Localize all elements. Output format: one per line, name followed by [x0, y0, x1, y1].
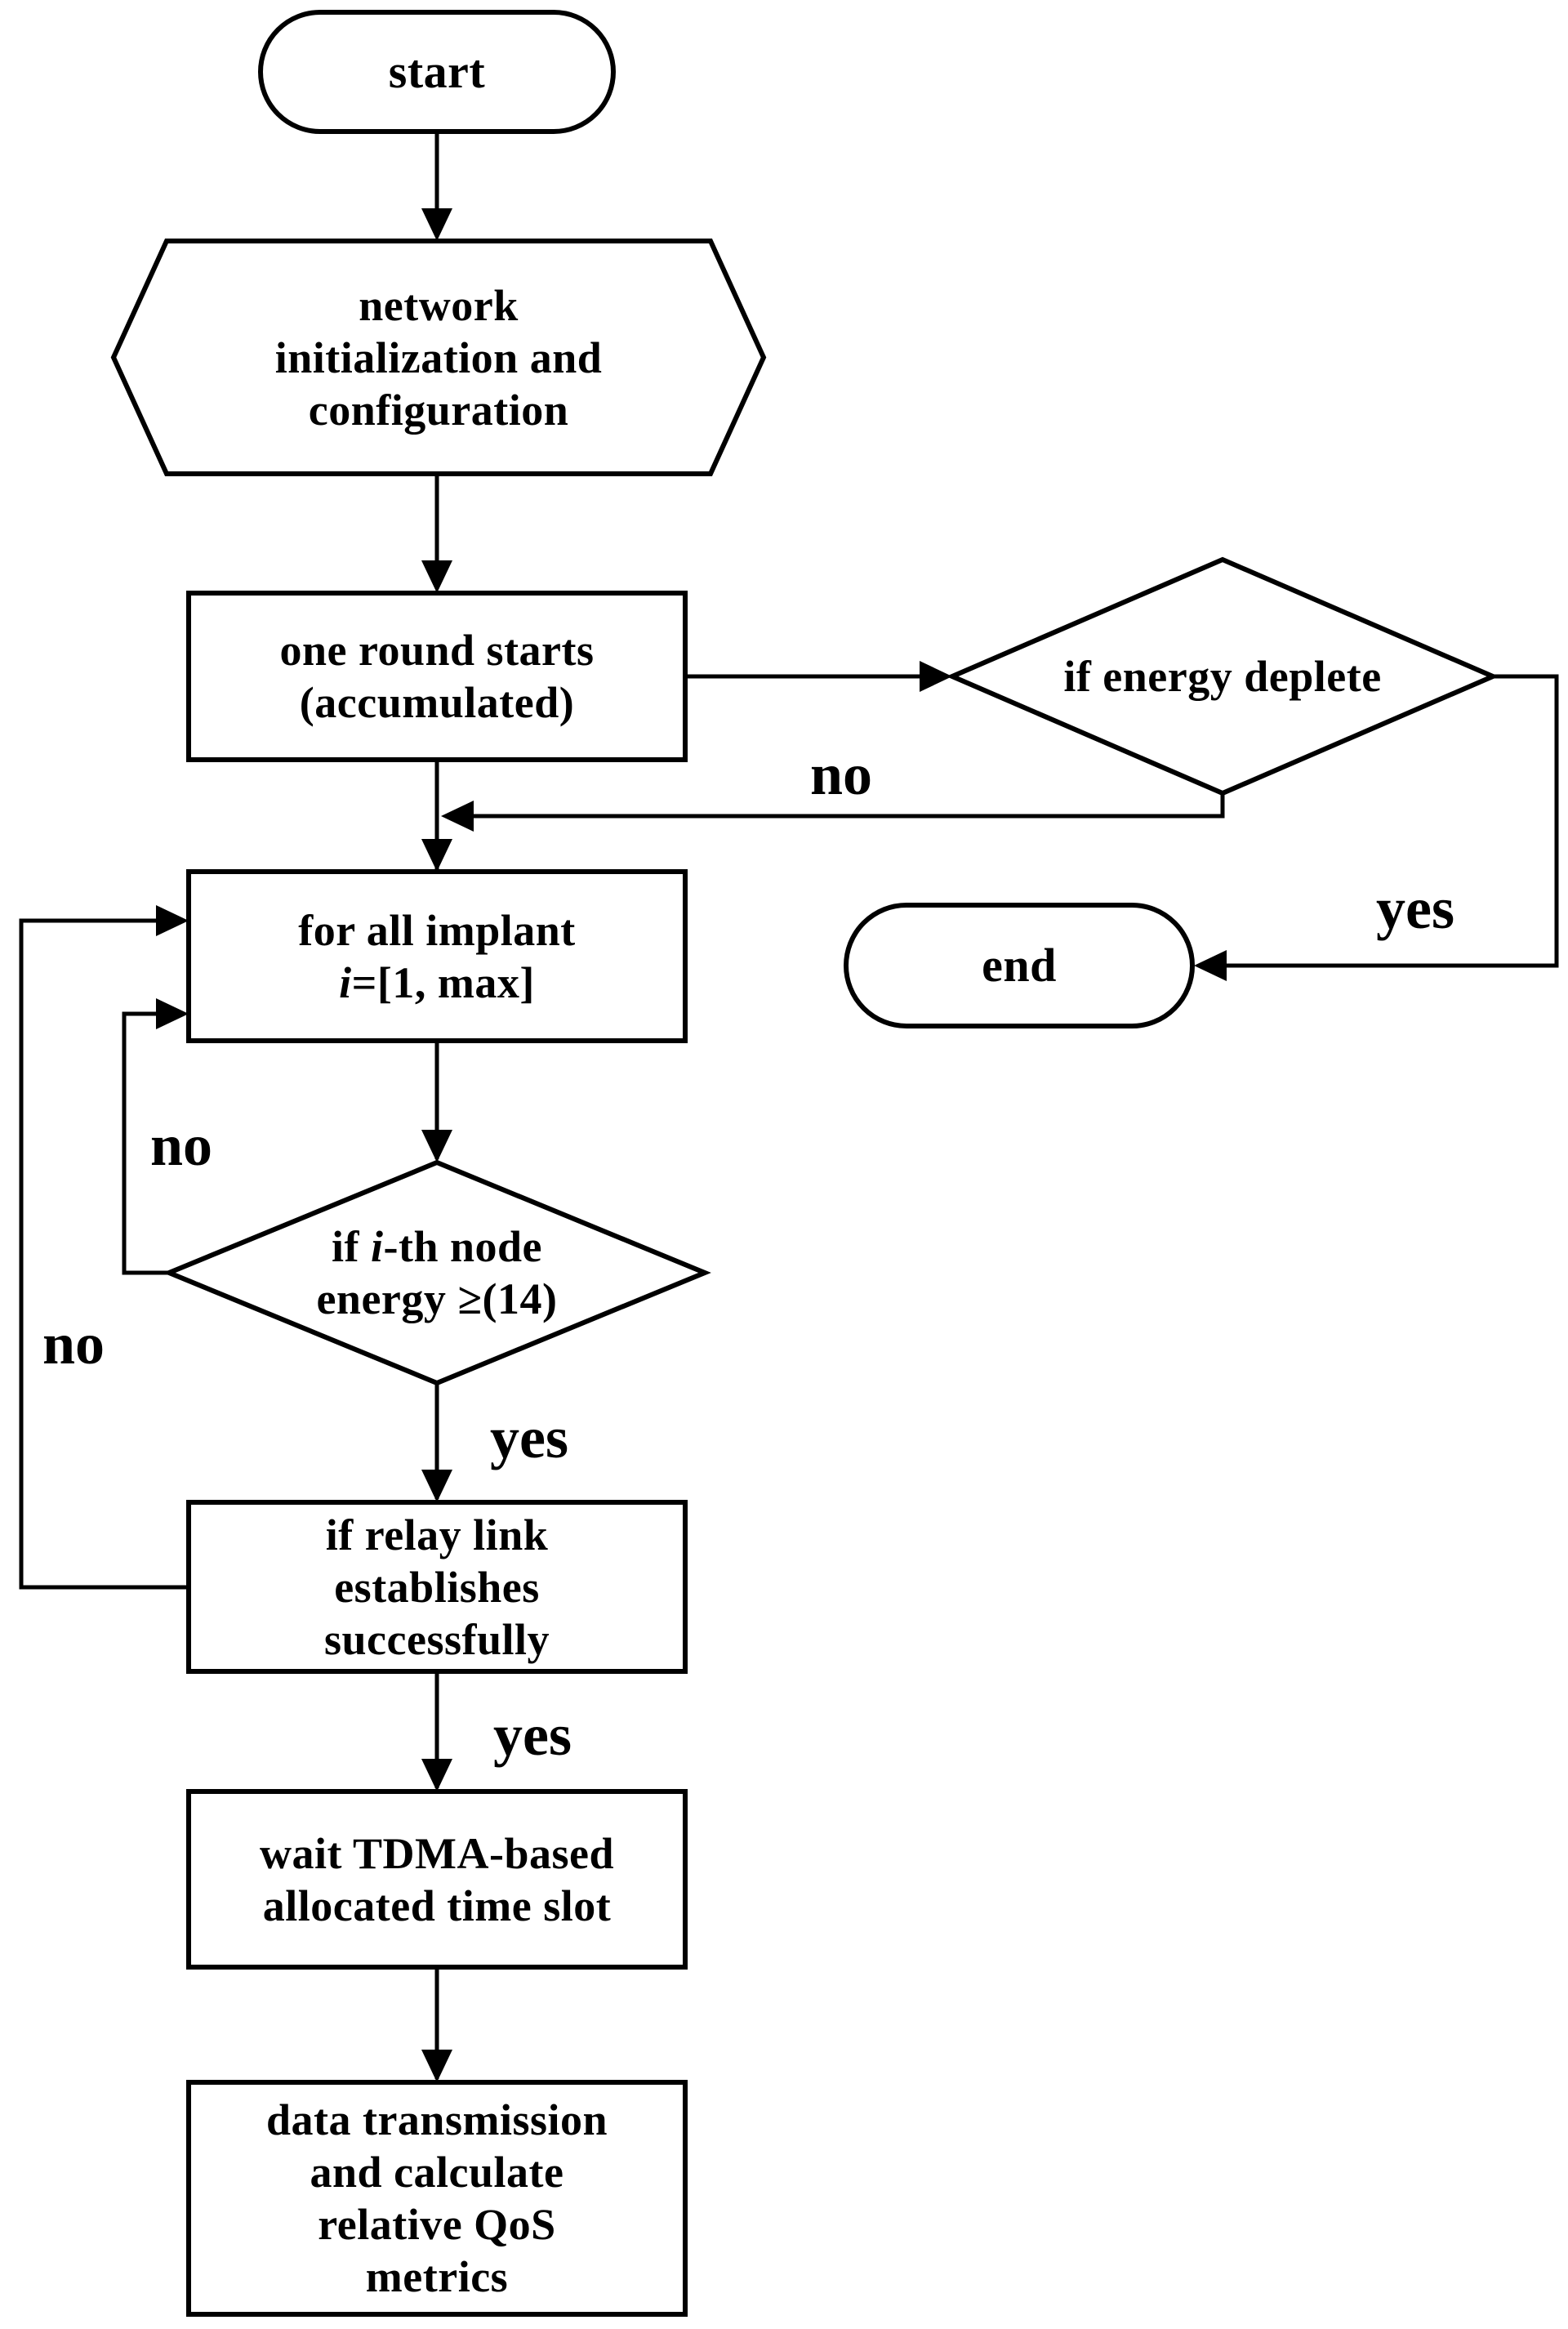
arrowhead-implant-to-node-energy: [421, 1130, 452, 1162]
arrowhead-yes-to-end: [1194, 950, 1227, 981]
arrowhead-init-to-round: [421, 560, 452, 593]
arrowhead-relay-yes: [421, 1759, 452, 1791]
relay-link-label: if relay link establishes successfully: [324, 1510, 550, 1664]
node-energy-label: if i-th node energy ≥(14): [316, 1222, 558, 1323]
end-terminator-shape: [844, 903, 1195, 1028]
relay-no-label: no: [42, 1311, 105, 1376]
network-init-hexagon-shape: [110, 239, 767, 476]
one-round-process-shape: [186, 591, 688, 762]
start-terminator-shape: [258, 10, 616, 134]
node-energy-no-label: no: [149, 1113, 213, 1178]
arrowhead-relay-no-loop: [156, 905, 189, 936]
energy-deplete-yes-label: yes: [1376, 876, 1454, 941]
edge-relay-no-loop: [19, 918, 189, 1590]
node-energy-yes-label: yes: [490, 1405, 568, 1470]
for-all-implant-label: for all implant i=[1, max]: [298, 905, 576, 1007]
data-transmission-label: data transmission and calculate relative…: [265, 2095, 608, 2301]
edge-node-energy-no-loop: [122, 1011, 169, 1275]
one-round-label: one round starts (accumulated): [279, 626, 595, 727]
arrowhead-energy-deplete-no: [441, 801, 474, 832]
wait-tdma-process-shape: [186, 1789, 688, 1970]
edge-energy-deplete-no: [470, 793, 1225, 819]
arrowhead-node-energy-no-loop: [156, 998, 189, 1029]
node-energy-decision-shape: [163, 1159, 711, 1386]
relay-link-process-shape: [186, 1500, 688, 1674]
relay-yes-label: yes: [493, 1702, 572, 1768]
arrowhead-node-energy-yes: [421, 1470, 452, 1502]
arrowhead-wait-to-data: [421, 2050, 452, 2082]
arrowhead-round-to-energy-deplete: [920, 661, 952, 692]
wait-tdma-label: wait TDMA-based allocated time slot: [259, 1828, 614, 1930]
edge-energy-deplete-yes-to-end: [1222, 674, 1559, 968]
data-transmission-process-shape: [186, 2080, 688, 2317]
arrowhead-round-to-implant: [421, 839, 452, 872]
end-label: end: [982, 939, 1057, 992]
energy-deplete-label: if energy deplete: [1063, 652, 1382, 701]
network-init-label: network initialization and configuration: [274, 280, 603, 435]
for-all-implant-process-shape: [186, 869, 688, 1043]
energy-deplete-decision-shape: [946, 556, 1499, 796]
start-label: start: [388, 45, 486, 98]
energy-deplete-no-label: no: [809, 742, 873, 807]
arrowhead-start-to-init: [421, 208, 452, 241]
